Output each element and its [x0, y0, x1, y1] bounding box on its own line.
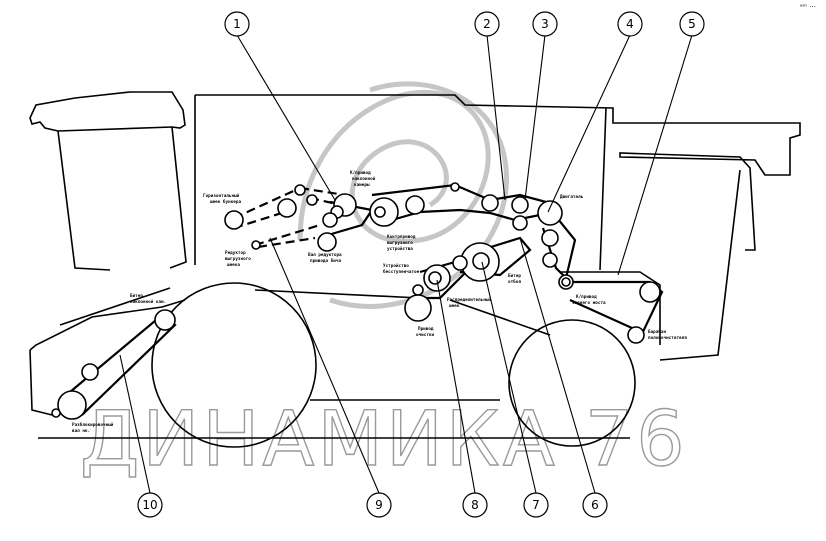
label-engine: Двигатель — [560, 194, 584, 200]
corner-mark: ᵃᵐ ··· — [800, 3, 816, 11]
callout-1-label: 1 — [233, 17, 241, 31]
callout-7-label: 7 — [532, 498, 540, 512]
callout-10: 10 — [137, 492, 163, 518]
leader-lines — [119, 34, 693, 494]
callout-10-label: 10 — [142, 498, 157, 512]
rear-wheel — [508, 319, 636, 447]
callout-1: 1 — [224, 11, 250, 37]
callout-4-label: 4 — [626, 17, 634, 31]
callout-7: 7 — [523, 492, 549, 518]
pulleys — [51, 182, 661, 420]
callout-3: 3 — [532, 11, 558, 37]
callout-3-label: 3 — [541, 17, 549, 31]
callout-6: 6 — [582, 492, 608, 518]
watermark-logo — [297, 81, 509, 309]
callout-4: 4 — [617, 11, 643, 37]
callout-badges: 1 2 3 4 5 6 7 8 9 10 — [137, 11, 705, 518]
callout-8: 8 — [462, 492, 488, 518]
combine-outline — [29, 91, 801, 416]
callout-2-label: 2 — [483, 17, 491, 31]
callout-8-label: 8 — [471, 498, 479, 512]
front-wheel — [151, 282, 317, 448]
callout-5: 5 — [679, 11, 705, 37]
callout-9-label: 9 — [375, 498, 383, 512]
callout-6-label: 6 — [591, 498, 599, 512]
callout-5-label: 5 — [688, 17, 696, 31]
callout-9: 9 — [366, 492, 392, 518]
callout-2: 2 — [474, 11, 500, 37]
